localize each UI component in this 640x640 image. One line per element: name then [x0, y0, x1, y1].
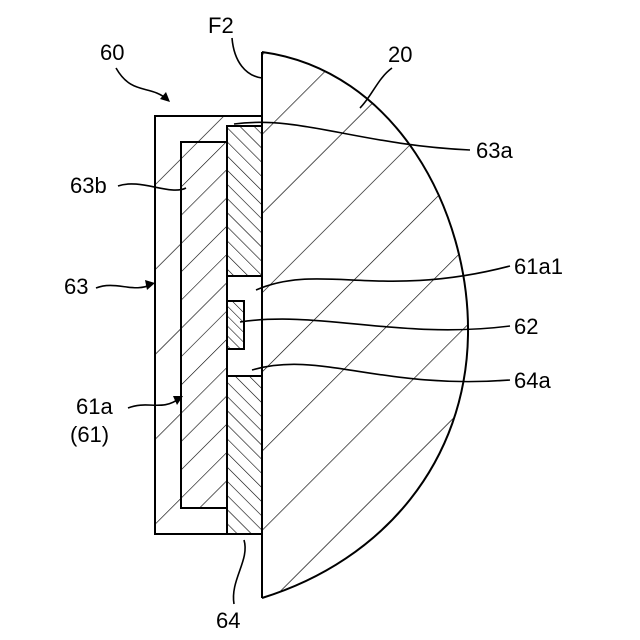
- label-f2: F2: [208, 13, 234, 38]
- label-61a: 61a: [76, 394, 113, 419]
- label-20: 20: [388, 42, 412, 67]
- label-61a1: 61a1: [514, 254, 563, 279]
- label-62: 62: [514, 314, 538, 339]
- label-64: 64: [216, 608, 240, 633]
- label-63: 63: [64, 274, 88, 299]
- label-61: (61): [70, 422, 109, 447]
- label-64a: 64a: [514, 368, 551, 393]
- board-61a: [181, 142, 227, 508]
- chip-62: [227, 301, 244, 349]
- label-60: 60: [100, 40, 124, 65]
- label-63b: 63b: [70, 173, 107, 198]
- spacer-64-upper: [227, 126, 262, 276]
- label-63a: 63a: [476, 138, 513, 163]
- spacer-64-lower: [227, 376, 262, 534]
